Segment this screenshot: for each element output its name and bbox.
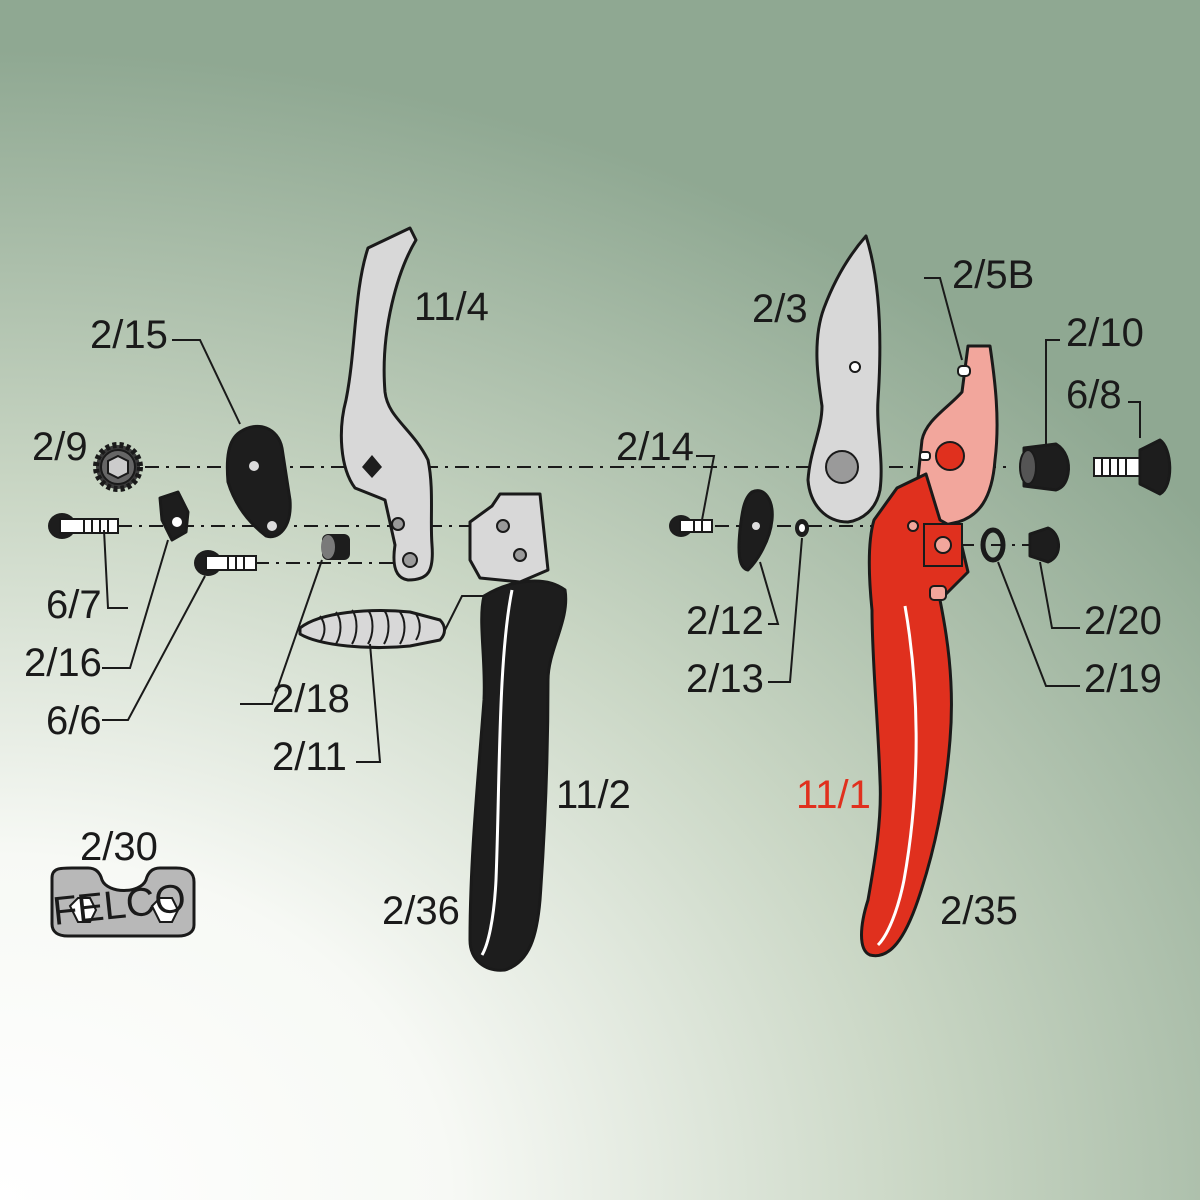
label-2-15: 2/15 bbox=[90, 313, 168, 357]
leader-lines bbox=[102, 277, 1141, 763]
cap-2-20 bbox=[1028, 526, 1060, 564]
label-2-30: 2/30 bbox=[80, 825, 158, 869]
label-2-19: 2/19 bbox=[1084, 657, 1162, 701]
anvil-blade-11-4 bbox=[339, 226, 434, 582]
pink-plate-2-5b bbox=[916, 344, 999, 530]
label-2-13: 2/13 bbox=[686, 657, 764, 701]
plate-2-15 bbox=[225, 425, 292, 539]
label-2-18: 2/18 bbox=[272, 677, 350, 721]
label-6-7: 6/7 bbox=[46, 583, 102, 627]
cutting-blade-2-3 bbox=[806, 234, 883, 524]
spring-2-11 bbox=[298, 609, 446, 649]
label-2-5b: 2/5B bbox=[952, 253, 1034, 297]
latch-2-12 bbox=[737, 489, 774, 572]
bolt-6-7 bbox=[48, 513, 119, 539]
label-2-20: 2/20 bbox=[1084, 599, 1162, 643]
part-labels: 11/4 2/15 2/9 6/7 2/16 6/6 2/18 2/11 11/… bbox=[24, 253, 1162, 933]
spring-part-2-16 bbox=[158, 490, 190, 542]
label-2-16: 2/16 bbox=[24, 641, 102, 685]
nut-2-10 bbox=[1019, 442, 1070, 492]
label-11-1: 11/1 bbox=[796, 773, 871, 817]
wrench-2-30 bbox=[50, 866, 196, 938]
label-11-2: 11/2 bbox=[556, 773, 631, 817]
label-2-3: 2/3 bbox=[752, 287, 808, 331]
bolt-6-8 bbox=[1093, 438, 1172, 496]
label-2-10: 2/10 bbox=[1066, 311, 1144, 355]
screw-2-14 bbox=[669, 515, 713, 537]
label-6-8: 6/8 bbox=[1066, 373, 1122, 417]
black-handle-11-2 bbox=[468, 492, 568, 972]
ring-2-19 bbox=[980, 527, 1006, 563]
label-2-36: 2/36 bbox=[382, 889, 460, 933]
label-2-9: 2/9 bbox=[32, 425, 88, 469]
label-6-6: 6/6 bbox=[46, 699, 102, 743]
washer-2-13 bbox=[795, 519, 809, 537]
label-11-4: 11/4 bbox=[414, 285, 489, 329]
label-2-11: 2/11 bbox=[272, 735, 347, 779]
bolt-6-6 bbox=[194, 550, 257, 576]
gear-nut-2-9 bbox=[93, 442, 143, 492]
red-handle-11-1 bbox=[860, 472, 970, 958]
label-2-14: 2/14 bbox=[616, 425, 694, 469]
label-2-12: 2/12 bbox=[686, 599, 764, 643]
label-2-35: 2/35 bbox=[940, 889, 1018, 933]
bushing-2-18 bbox=[321, 534, 350, 560]
